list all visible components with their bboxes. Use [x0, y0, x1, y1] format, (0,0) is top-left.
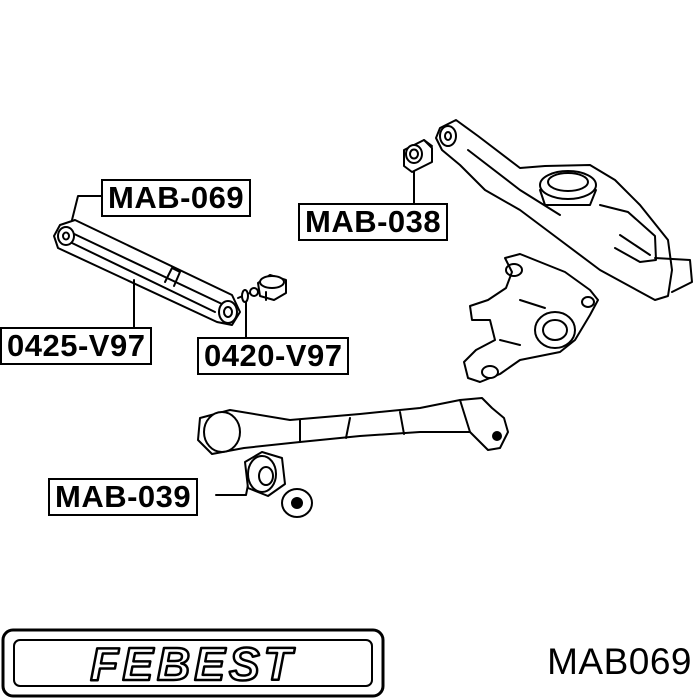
- lateral-arm: [53, 219, 241, 326]
- bushing-0420: [257, 274, 287, 301]
- leader-lines: [71, 167, 415, 496]
- bushing-mab038: [403, 139, 433, 173]
- lower-control-arm: [435, 119, 693, 301]
- bolt: [237, 287, 259, 303]
- lower-arm: [197, 397, 509, 455]
- brand-logo: FEBEST: [1, 628, 385, 698]
- svg-text:FEBEST: FEBEST: [90, 638, 295, 690]
- label-mab-038: MAB-038: [298, 203, 449, 241]
- label-mab-039: MAB-039: [48, 478, 199, 516]
- washer: [281, 488, 313, 518]
- part-number: MAB069: [547, 641, 692, 682]
- bushing-mab039: [244, 451, 286, 497]
- label-mab-069: MAB-069: [101, 179, 252, 217]
- knuckle: [463, 253, 599, 383]
- label-0425-v97: 0425-V97: [0, 327, 153, 365]
- label-0420-v97: 0420-V97: [197, 337, 350, 375]
